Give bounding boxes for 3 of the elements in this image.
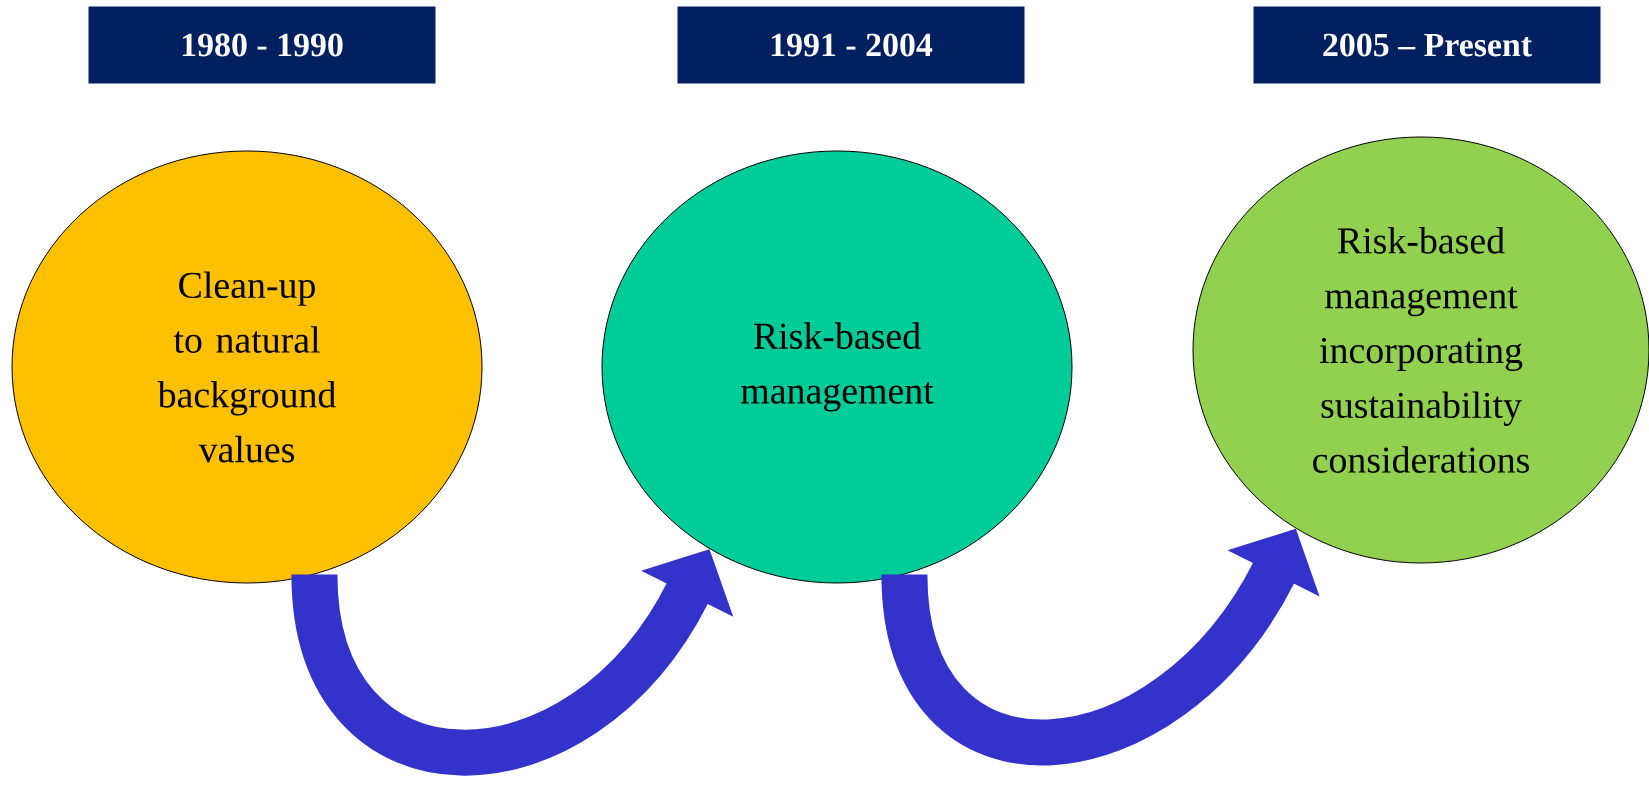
period-header: 1980 - 1990: [88, 6, 436, 84]
period-header: 2005 – Present: [1253, 6, 1601, 84]
period-header: 1991 - 2004: [677, 6, 1025, 84]
